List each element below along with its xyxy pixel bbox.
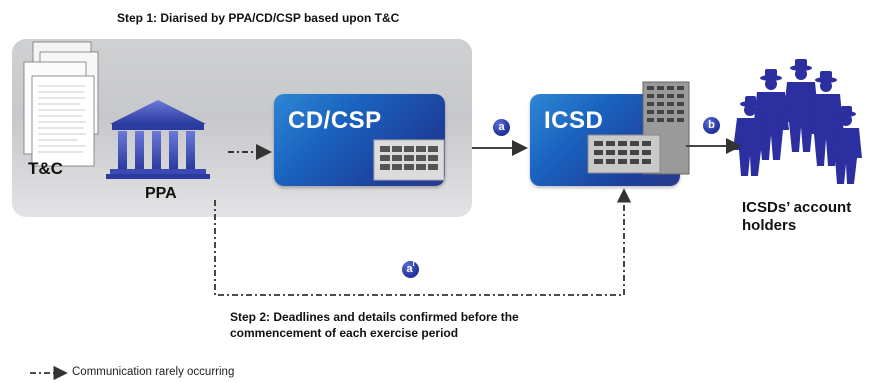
icsd-box: ICSD [530, 94, 680, 186]
badge-b: b [703, 117, 720, 134]
icsd-title: ICSD [544, 107, 604, 134]
step-1-label: Step 1: Diarised by PPA/CD/CSP based upo… [117, 11, 400, 25]
ppa-label: PPA [145, 185, 177, 202]
badge-a-prime: aI [402, 261, 419, 278]
badge-a-prime-sup: I [412, 261, 415, 268]
legend-label: Communication rarely occurring [72, 366, 235, 378]
account-holders-label-line2: holders [742, 217, 797, 234]
account-holders-label-line1: ICSDs’ account [742, 199, 852, 216]
cd-csp-title: CD/CSP [288, 107, 382, 134]
badge-a: a [493, 119, 510, 136]
step-2-label-line2: commencement of each exercise period [230, 326, 459, 340]
cd-csp-box: CD/CSP [274, 94, 445, 186]
tc-label: T&C [28, 159, 63, 178]
step-2-label-line1: Step 2: Deadlines and details confirmed … [230, 310, 519, 324]
badge-a-prime-letter: a [406, 263, 413, 275]
